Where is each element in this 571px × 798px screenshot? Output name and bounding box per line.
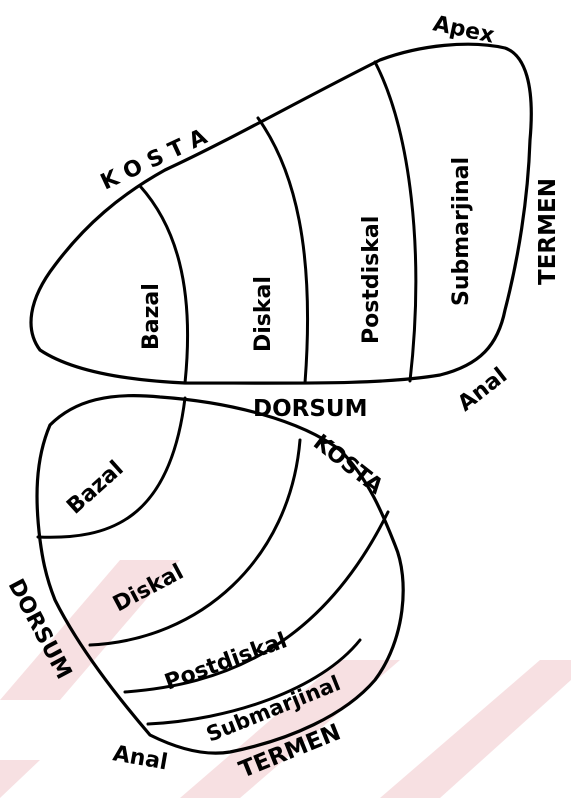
forewing-region-diskal: Diskal xyxy=(251,276,276,352)
hindwing-region-bazal: Bazal xyxy=(62,456,128,519)
hindwing-region-diskal: Diskal xyxy=(109,560,188,618)
forewing-region-postdiskal: Postdiskal xyxy=(359,216,384,344)
forewing-termen-label: TERMEN xyxy=(535,178,561,285)
forewing-kosta-label: K O S T A xyxy=(97,124,211,195)
hindwing-dorsum-label: DORSUM xyxy=(3,575,76,683)
forewing-region-bazal: Bazal xyxy=(139,283,164,350)
forewing: Apex K O S T A TERMEN DORSUM Anal Bazal … xyxy=(31,11,561,422)
hindwing-region-postdiskal: Postdiskal xyxy=(162,628,291,695)
hindwing-anal-label: Anal xyxy=(111,741,170,775)
hindwing-kosta-label: KOSTA xyxy=(308,430,387,500)
hindwing: KOSTA DORSUM Anal TERMEN Bazal Diskal Po… xyxy=(3,396,403,784)
forewing-anal-label: Anal xyxy=(453,363,512,417)
forewing-region-submarjinal: Submarjinal xyxy=(449,157,474,306)
hindwing-band-line xyxy=(125,512,388,692)
